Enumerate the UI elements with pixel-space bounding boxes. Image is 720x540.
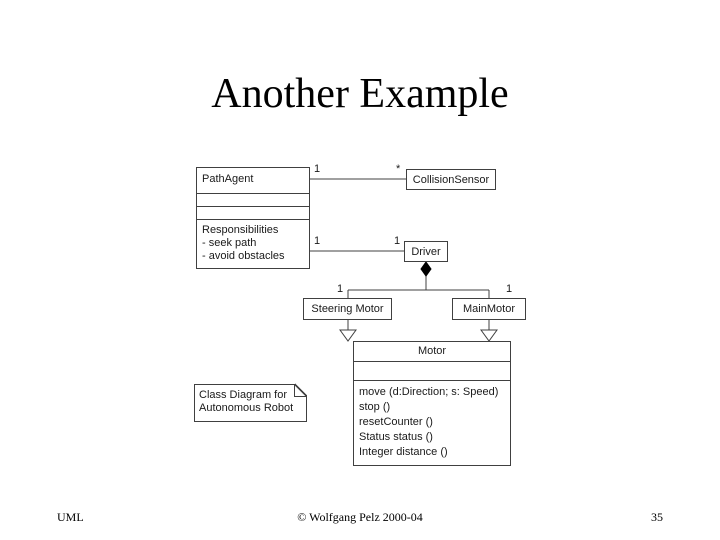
footer-page-number: 35 — [651, 510, 663, 524]
class-attributes-motor — [354, 361, 510, 380]
note-shape — [194, 384, 307, 422]
multiplicity-pathagent-driver-target: 1 — [394, 235, 401, 247]
class-box-driver[interactable]: Driver — [404, 241, 448, 262]
class-name-pathagent: PathAgent — [202, 173, 254, 185]
class-name-collisionsensor: CollisionSensor — [412, 174, 490, 186]
class-name-mainmotor: MainMotor — [463, 303, 515, 315]
responsibility-item: - avoid obstacles — [202, 250, 285, 262]
slide-footer: UML © Wolfgang Pelz 2000-04 35 — [0, 508, 720, 530]
class-box-steering-motor[interactable]: Steering Motor — [303, 298, 392, 320]
class-name-driver: Driver — [411, 246, 441, 258]
multiplicity-driver-mainmotor: 1 — [506, 283, 513, 295]
note-line: Autonomous Robot — [199, 402, 294, 414]
multiplicity-pathagent-collisionsensor-source: 1 — [314, 163, 321, 175]
responsibility-item: - seek path — [202, 237, 257, 249]
operation-item: resetCounter () — [359, 416, 433, 428]
note-class-diagram-autonomous-robot[interactable]: Class Diagram for Autonomous Robot — [194, 384, 307, 422]
responsibilities-header: Responsibilities — [202, 224, 279, 236]
class-box-mainmotor[interactable]: MainMotor — [452, 298, 526, 320]
class-box-pathagent[interactable]: PathAgent Responsibilities - seek path -… — [196, 167, 310, 269]
note-line: Class Diagram for — [199, 389, 288, 401]
page-title: Another Example — [211, 71, 509, 117]
class-name-steering-motor: Steering Motor — [311, 303, 384, 315]
class-operations-motor: move (d:Direction; s: Speed) stop () res… — [354, 380, 510, 465]
class-box-collisionsensor[interactable]: CollisionSensor — [406, 169, 496, 190]
note-text: Class Diagram for Autonomous Robot — [194, 384, 307, 415]
class-responsibilities-pathagent: Responsibilities - seek path - avoid obs… — [197, 219, 309, 268]
class-name-motor: Motor — [417, 345, 447, 357]
multiplicity-driver-steering-motor: 1 — [337, 283, 344, 295]
composition-diamond-icon — [420, 261, 432, 277]
generalization-arrow-steeringmotor-icon — [339, 329, 357, 342]
operation-item: Status status () — [359, 431, 433, 443]
footer-label-topic: UML — [57, 510, 84, 524]
multiplicity-pathagent-collisionsensor-target: * — [396, 163, 401, 175]
class-operations-pathagent — [197, 206, 309, 219]
class-box-motor[interactable]: Motor move (d:Direction; s: Speed) stop … — [353, 341, 511, 466]
operation-item: Integer distance () — [359, 446, 448, 458]
diagram-connectors — [294, 178, 498, 397]
operation-item: move (d:Direction; s: Speed) — [359, 386, 499, 398]
uml-class-diagram: PathAgent Responsibilities - seek path -… — [194, 163, 526, 466]
class-attributes-pathagent — [197, 193, 309, 206]
footer-copyright: © Wolfgang Pelz 2000-04 — [297, 510, 423, 524]
multiplicity-pathagent-driver-source: 1 — [314, 235, 321, 247]
operation-item: stop () — [359, 401, 391, 413]
generalization-arrow-mainmotor-icon — [480, 329, 498, 342]
